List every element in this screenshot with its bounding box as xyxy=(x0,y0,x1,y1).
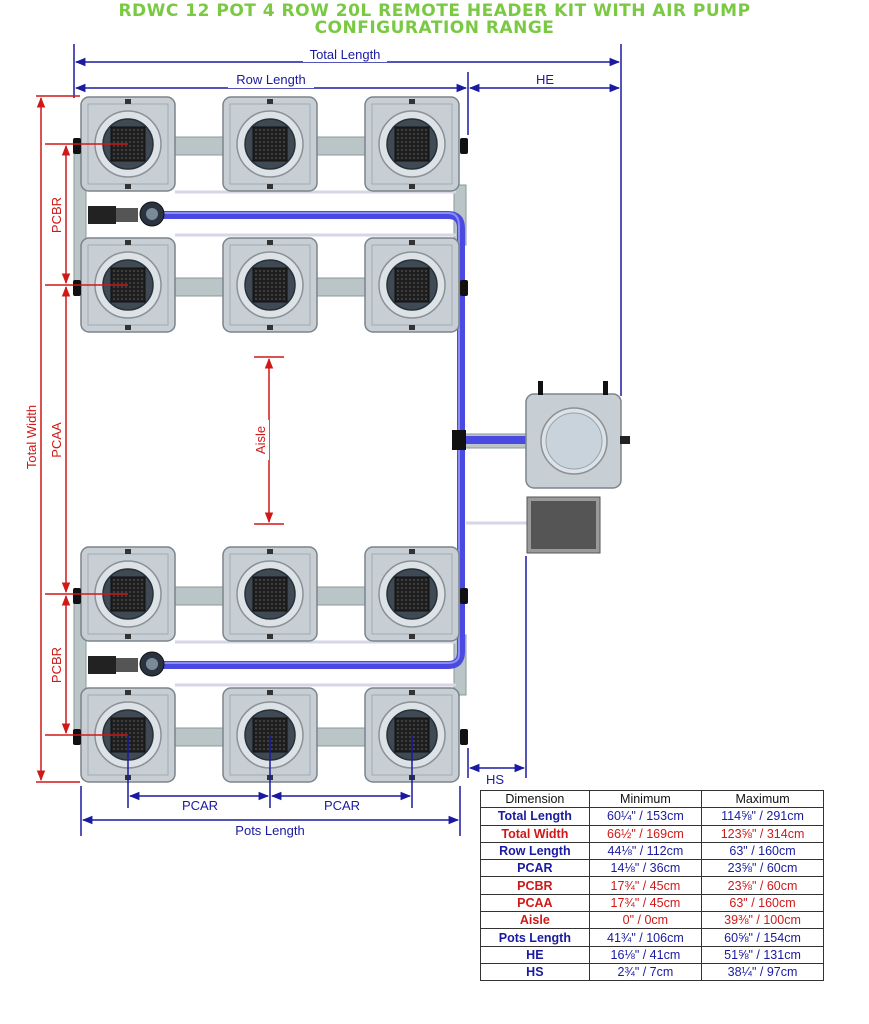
end-caps xyxy=(73,138,468,745)
table-header-row: Dimension Minimum Maximum xyxy=(480,789,824,809)
cell-minimum: 66½" / 169cm xyxy=(588,824,703,843)
air-lines xyxy=(175,190,527,687)
cell-minimum: 17¾" / 45cm xyxy=(588,893,703,913)
pot xyxy=(364,546,460,642)
pcbr-bottom-label: PCBR xyxy=(49,647,64,683)
pot xyxy=(364,237,460,333)
cell-dimension: Total Length xyxy=(480,807,590,826)
pcar-left-label: PCAR xyxy=(182,798,218,813)
cell-maximum: 114⅝" / 291cm xyxy=(701,807,824,826)
cell-dimension: PCBR xyxy=(480,876,590,895)
cell-minimum: 0" / 0cm xyxy=(588,911,703,930)
aisle-label: Aisle xyxy=(253,426,268,454)
cell-minimum: 2¾" / 7cm xyxy=(588,962,703,982)
blue-dimension-lines xyxy=(73,44,622,836)
cell-minimum: 60¼" / 153cm xyxy=(588,807,703,826)
pot xyxy=(222,546,318,642)
cell-dimension: Total Width xyxy=(480,824,590,843)
pot xyxy=(364,96,460,192)
pots-length-label: Pots Length xyxy=(235,823,304,838)
pcbr-top-label: PCBR xyxy=(49,197,64,233)
pot xyxy=(222,237,318,333)
cell-dimension: HS xyxy=(480,962,590,982)
cell-dimension: Aisle xyxy=(480,911,590,930)
cell-minimum: 44⅛" / 112cm xyxy=(588,841,703,861)
cell-maximum: 38¼" / 97cm xyxy=(701,962,824,982)
cell-minimum: 41¾" / 106cm xyxy=(588,928,703,947)
cell-dimension: Pots Length xyxy=(480,928,590,947)
cell-dimension: PCAR xyxy=(480,859,590,878)
cell-dimension: HE xyxy=(480,945,590,964)
cell-minimum: 16⅛" / 41cm xyxy=(588,945,703,964)
total-length-label: Total Length xyxy=(310,47,381,62)
header-tank xyxy=(525,381,630,489)
pcar-right-label: PCAR xyxy=(324,798,360,813)
cell-maximum: 23⅝" / 60cm xyxy=(701,876,824,895)
cell-maximum: 63" / 160cm xyxy=(701,841,824,861)
pots xyxy=(80,96,460,783)
pump-fittings xyxy=(88,201,165,677)
total-width-label: Total Width xyxy=(24,405,39,469)
cell-maximum: 60⅝" / 154cm xyxy=(701,928,824,947)
cell-dimension: Row Length xyxy=(480,841,590,861)
pot xyxy=(222,96,318,192)
cell-maximum: 39⅜" / 100cm xyxy=(701,911,824,930)
cell-minimum: 14⅛" / 36cm xyxy=(588,859,703,878)
cell-dimension: PCAA xyxy=(480,893,590,913)
title-line-2: CONFIGURATION RANGE xyxy=(314,18,555,38)
hs-label: HS xyxy=(486,772,504,787)
title-line-1: RDWC 12 POT 4 ROW 20L REMOTE HEADER KIT … xyxy=(118,1,751,21)
header-minimum: Minimum xyxy=(588,789,703,809)
header-maximum: Maximum xyxy=(701,789,824,809)
red-dimension-lines xyxy=(36,95,284,783)
air-pump xyxy=(526,496,601,554)
cell-maximum: 123⅝" / 314cm xyxy=(701,824,824,843)
cell-maximum: 63" / 160cm xyxy=(701,893,824,913)
pot-center-markers xyxy=(45,143,128,736)
pcaa-label: PCAA xyxy=(49,422,64,458)
cell-maximum: 51⅝" / 131cm xyxy=(701,945,824,964)
header-dimension: Dimension xyxy=(480,789,590,809)
cell-maximum: 23⅝" / 60cm xyxy=(701,859,824,878)
cell-minimum: 17¾" / 45cm xyxy=(588,876,703,895)
row-length-label: Row Length xyxy=(236,72,305,87)
he-label: HE xyxy=(536,72,554,87)
